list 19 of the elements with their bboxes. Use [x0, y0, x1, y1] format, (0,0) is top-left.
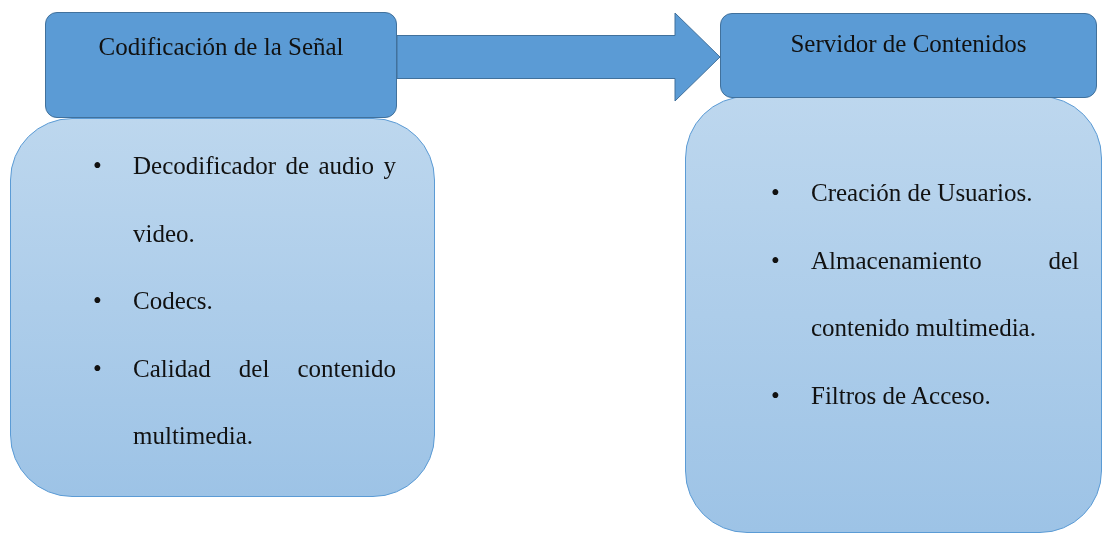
content-panel [685, 96, 1102, 533]
header-title: Codificación de la Señal [98, 33, 344, 62]
header-box [720, 13, 1097, 98]
bullet-item: Calidad del contenido multimedia. [133, 353, 396, 451]
bullet-item: Codecs. [133, 286, 214, 316]
header-box [45, 12, 397, 118]
block-arrow [396, 12, 721, 102]
content-panel [10, 118, 435, 497]
bullet-item: Creación de Usuarios. [811, 178, 1034, 208]
bullet-symbol: • [93, 151, 102, 181]
bullet-item: Decodificador de audio y video. [133, 151, 396, 249]
bullet-symbol: • [771, 245, 780, 276]
bullet-item: Almacenamiento del contenido multimedia. [811, 245, 1079, 343]
bullet-symbol: • [93, 286, 102, 316]
header-title: Servidor de Contenidos [790, 30, 1027, 59]
bullet-item: Filtros de Acceso. [811, 380, 992, 411]
bullet-symbol: • [771, 380, 780, 411]
bullet-symbol: • [93, 353, 102, 384]
bullet-symbol: • [771, 178, 780, 208]
